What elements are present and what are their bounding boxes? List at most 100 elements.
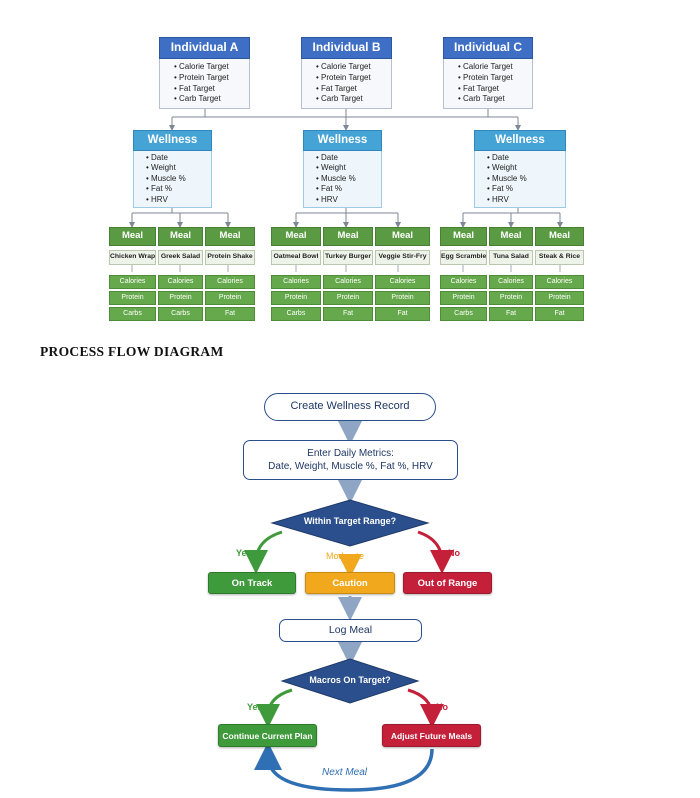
meal-column: Meal Tuna Salad Calories Protein Fat <box>489 227 533 321</box>
meal-label: Meal <box>323 227 373 246</box>
macro-item: Fat <box>375 307 430 321</box>
wellness-item: Fat % <box>487 184 565 194</box>
wellness-item: Fat % <box>316 184 381 194</box>
metrics-line-2: Date, Weight, Muscle %, Fat %, HRV <box>268 461 433 472</box>
individual-b-item: Calorie Target <box>316 62 391 73</box>
macro-item: Calories <box>205 275 255 289</box>
meal-label: Meal <box>375 227 430 246</box>
wellness-item: Weight <box>316 163 381 173</box>
moderate-label: Moderate <box>326 551 365 561</box>
individual-b-item: Protein Target <box>316 73 391 84</box>
individual-a-item: Fat Target <box>174 84 249 95</box>
meal-column: Meal Oatmeal Bowl Calories Protein Carbs <box>271 227 321 321</box>
wellness-item: Date <box>316 153 381 163</box>
meal-name: Egg Scramble <box>440 250 487 265</box>
adjust-future-meals-node: Adjust Future Meals <box>382 724 481 747</box>
wellness-title: Wellness <box>303 130 382 151</box>
decision-diamond-2 <box>280 658 420 704</box>
individual-a-title: Individual A <box>159 37 250 59</box>
meal-name: Chicken Wrap <box>109 250 156 265</box>
macro-item: Fat <box>535 307 584 321</box>
macro-item: Carbs <box>440 307 487 321</box>
wellness-item: Weight <box>146 163 211 173</box>
macro-item: Calories <box>375 275 430 289</box>
meal-name: Protein Shake <box>205 250 255 265</box>
macro-item: Calories <box>535 275 584 289</box>
continue-current-plan-node: Continue Current Plan <box>218 724 317 747</box>
wellness-item: HRV <box>316 195 381 205</box>
meal-column: Meal Chicken Wrap Calories Protein Carbs <box>109 227 156 321</box>
out-of-range-node: Out of Range <box>403 572 492 594</box>
macro-item: Fat <box>489 307 533 321</box>
macro-item: Carbs <box>109 307 156 321</box>
meal-column: Meal Turkey Burger Calories Protein Fat <box>323 227 373 321</box>
individual-c-item: Protein Target <box>458 73 532 84</box>
individual-c-box: Individual C Calorie Target Protein Targ… <box>443 37 533 110</box>
enter-daily-metrics-node: Enter Daily Metrics: Date, Weight, Muscl… <box>243 440 458 480</box>
meal-label: Meal <box>271 227 321 246</box>
meal-name: Oatmeal Bowl <box>271 250 321 265</box>
individual-b-box: Individual B Calorie Target Protein Targ… <box>301 37 392 110</box>
individual-b-item: Carb Target <box>316 94 391 105</box>
wellness-item: Muscle % <box>316 174 381 184</box>
individual-c-title: Individual C <box>443 37 533 59</box>
macro-item: Protein <box>375 291 430 305</box>
create-wellness-record-node: Create Wellness Record <box>264 393 436 421</box>
on-track-node: On Track <box>208 572 296 594</box>
macro-item: Protein <box>205 291 255 305</box>
individual-a-item: Carb Target <box>174 94 249 105</box>
wellness-title: Wellness <box>474 130 566 151</box>
wellness-box-1: Wellness Date Weight Muscle % Fat % HRV <box>133 130 212 209</box>
macro-item: Calories <box>323 275 373 289</box>
macro-item: Calories <box>489 275 533 289</box>
meal-name: Veggie Stir-Fry <box>375 250 430 265</box>
decision-diamond-1 <box>270 499 430 547</box>
meal-label: Meal <box>440 227 487 246</box>
meal-label: Meal <box>489 227 533 246</box>
meal-column: Meal Steak & Rice Calories Protein Fat <box>535 227 584 321</box>
macro-item: Carbs <box>271 307 321 321</box>
wellness-item: Fat % <box>146 184 211 194</box>
macro-item: Fat <box>205 307 255 321</box>
individual-a-item: Calorie Target <box>174 62 249 73</box>
yes-label-1: Yes <box>236 548 252 558</box>
macro-item: Protein <box>158 291 203 305</box>
wellness-item: HRV <box>146 195 211 205</box>
wellness-item: HRV <box>487 195 565 205</box>
wellness-title: Wellness <box>133 130 212 151</box>
macro-item: Calories <box>109 275 156 289</box>
macro-item: Protein <box>323 291 373 305</box>
individual-b-title: Individual B <box>301 37 392 59</box>
wellness-item: Weight <box>487 163 565 173</box>
meal-column: Meal Egg Scramble Calories Protein Carbs <box>440 227 487 321</box>
macro-item: Protein <box>440 291 487 305</box>
meal-label: Meal <box>158 227 203 246</box>
individual-c-item: Carb Target <box>458 94 532 105</box>
individual-c-item: Calorie Target <box>458 62 532 73</box>
no-label-1: No <box>448 548 460 558</box>
individual-c-item: Fat Target <box>458 84 532 95</box>
macro-item: Protein <box>271 291 321 305</box>
macro-item: Protein <box>109 291 156 305</box>
process-flow-heading: PROCESS FLOW DIAGRAM <box>40 344 224 359</box>
yes-label-2: Yes <box>247 702 263 712</box>
individual-a-item: Protein Target <box>174 73 249 84</box>
metrics-line-1: Enter Daily Metrics: <box>307 448 394 459</box>
decision-2-label: Macros On Target? <box>309 675 391 685</box>
wellness-item: Muscle % <box>146 174 211 184</box>
meal-name: Steak & Rice <box>535 250 584 265</box>
wellness-box-3: Wellness Date Weight Muscle % Fat % HRV <box>474 130 566 209</box>
decision-1-label: Within Target Range? <box>303 516 397 526</box>
meal-column: Meal Greek Salad Calories Protein Carbs <box>158 227 203 321</box>
macro-item: Carbs <box>158 307 203 321</box>
meal-name: Tuna Salad <box>489 250 533 265</box>
meal-column: Meal Protein Shake Calories Protein Fat <box>205 227 255 321</box>
wellness-item: Date <box>487 153 565 163</box>
individual-b-item: Fat Target <box>316 84 391 95</box>
wellness-item: Date <box>146 153 211 163</box>
meal-name: Turkey Burger <box>323 250 373 265</box>
meal-label: Meal <box>205 227 255 246</box>
log-meal-node: Log Meal <box>279 619 422 642</box>
